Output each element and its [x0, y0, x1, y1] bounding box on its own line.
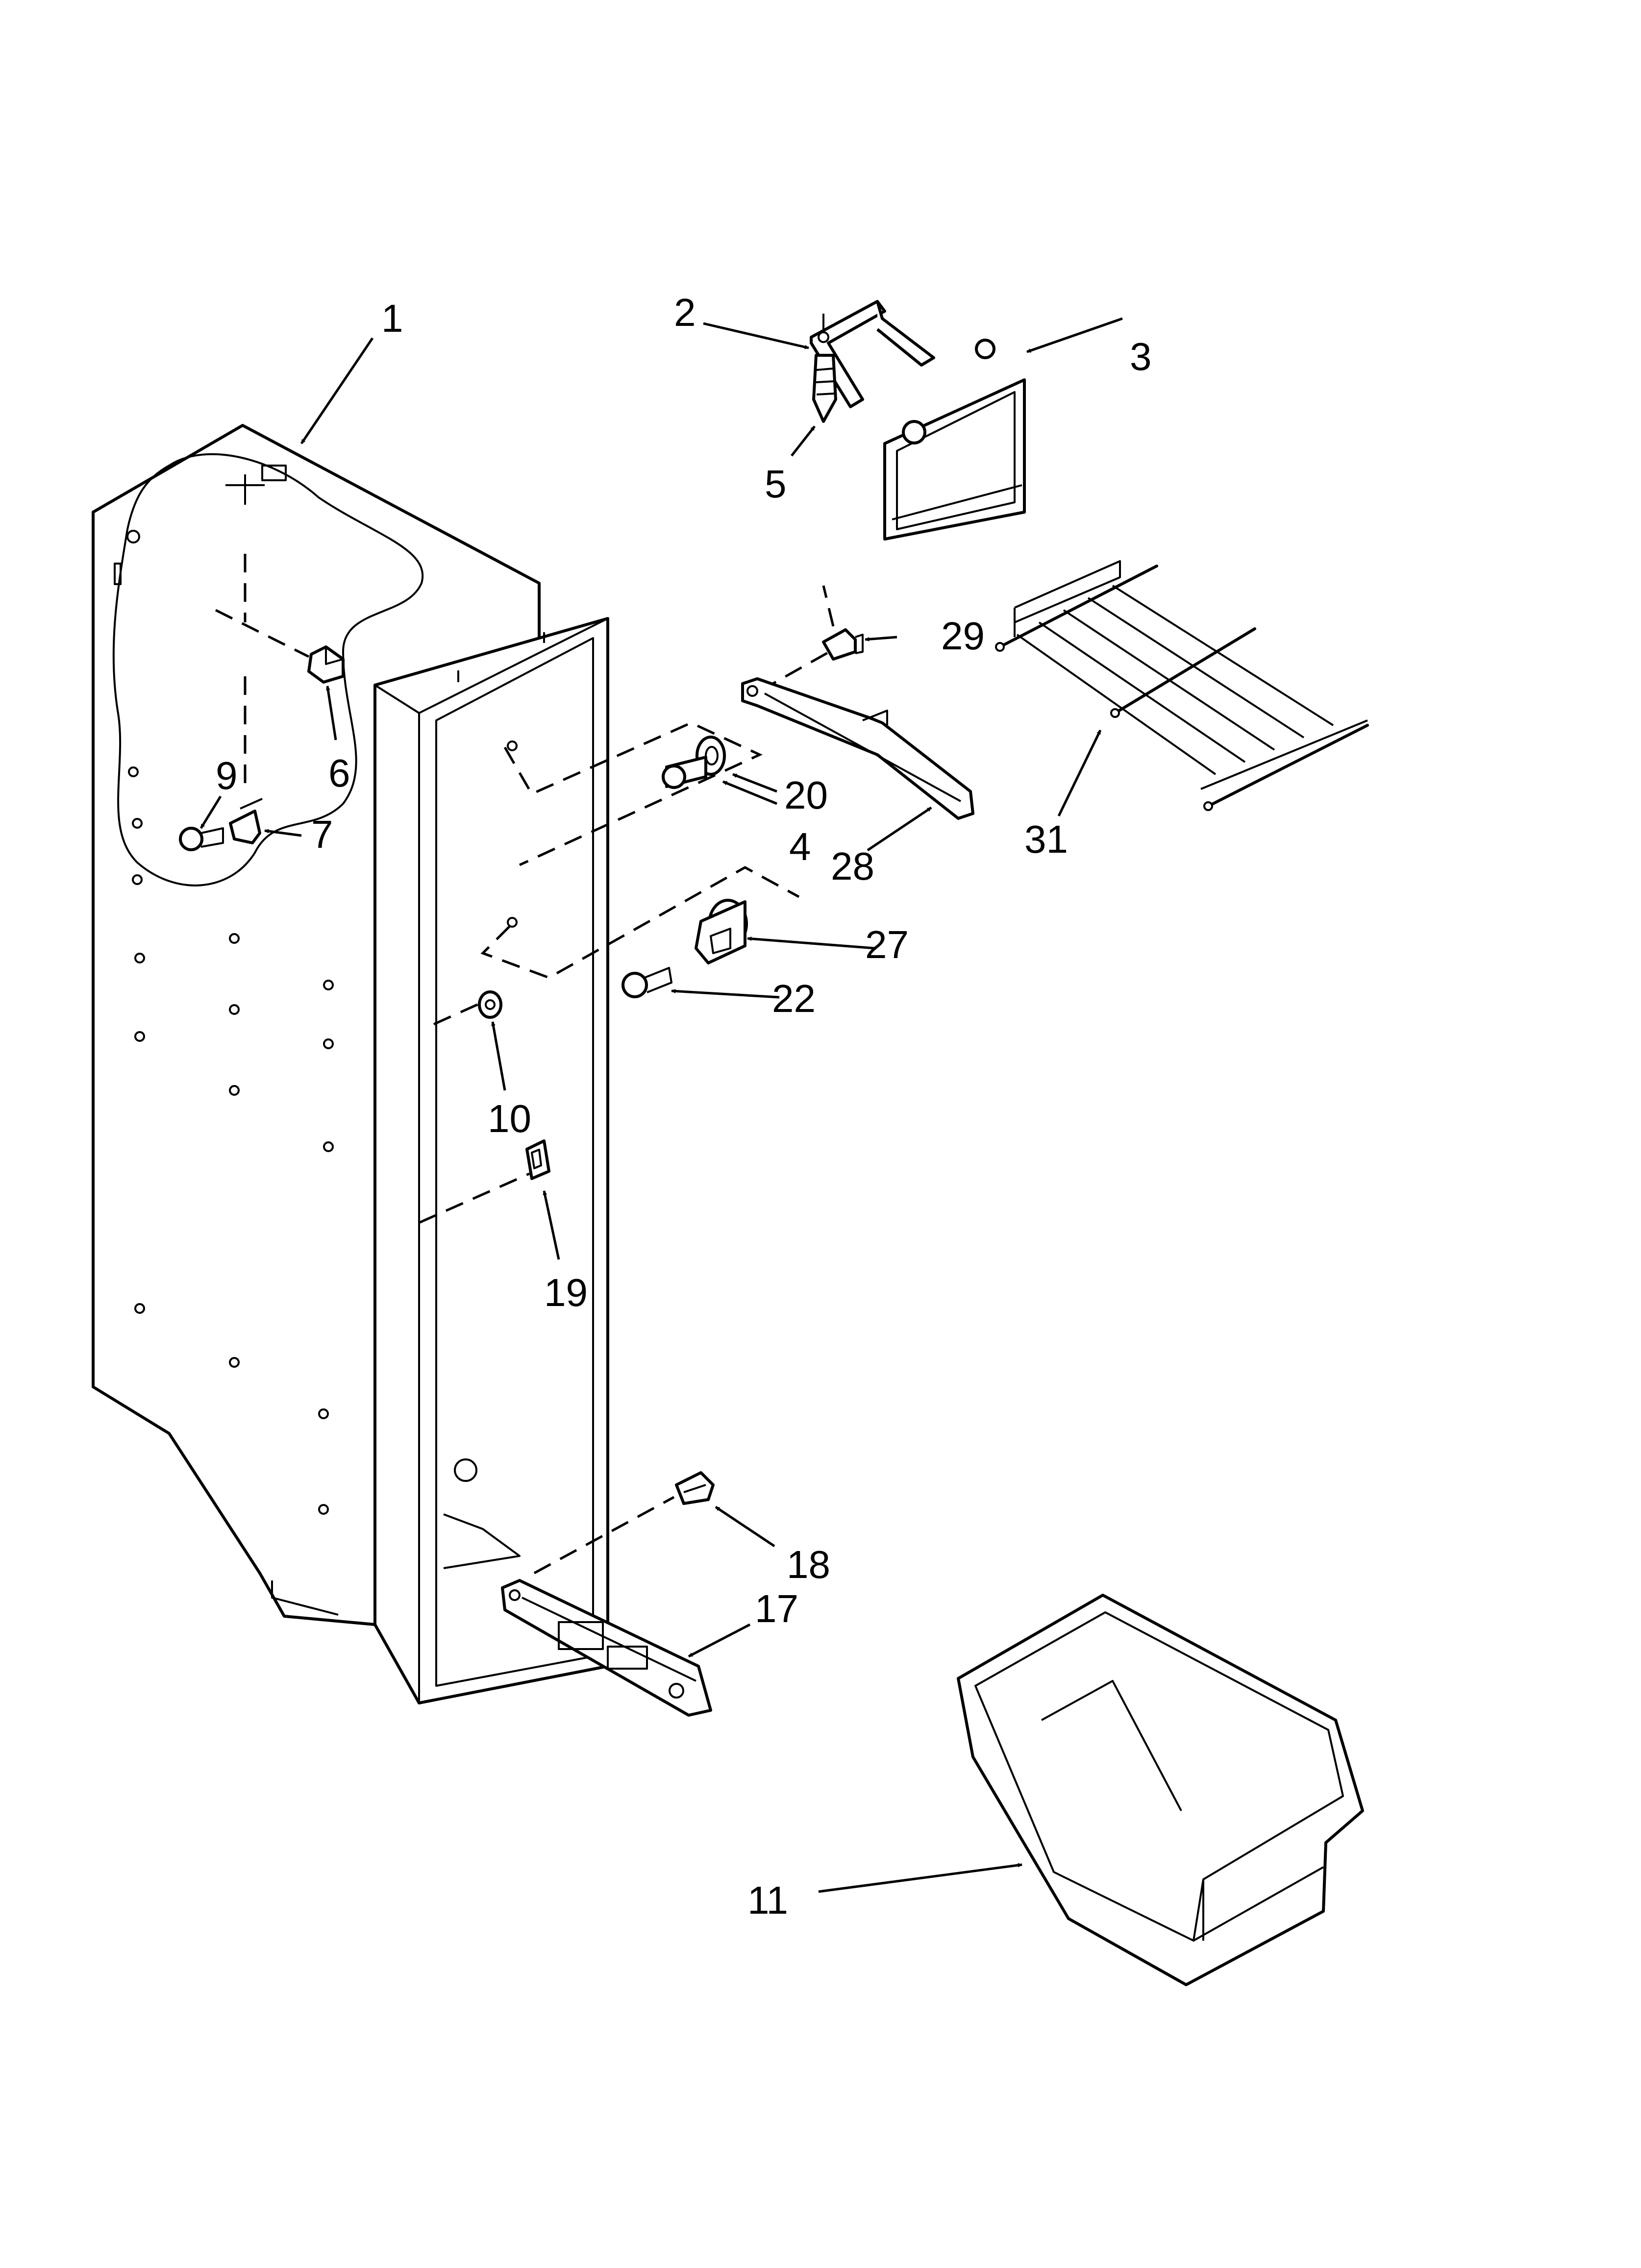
callout-3: 3: [1130, 335, 1152, 378]
callout-18: 18: [787, 1543, 830, 1586]
part-6-clip: [307, 645, 345, 684]
callout-labels: 1 2 3 4 5 6 7 9 10 11 17 18 19 20 22 27 …: [216, 291, 1152, 1922]
part-19-switch: [525, 1139, 550, 1180]
part-3-panel: [883, 339, 1026, 541]
callout-29: 29: [941, 614, 985, 658]
callout-20: 20: [784, 773, 828, 817]
part-22-screw: [622, 967, 672, 998]
callout-10: 10: [488, 1097, 531, 1140]
part-10-plug: [478, 990, 502, 1019]
part-31-wire-shelf: [995, 560, 1369, 811]
part-5-screw: [812, 354, 837, 423]
part-18-screw: [675, 1471, 715, 1505]
part-4-screw: [662, 756, 707, 789]
callout-5: 5: [765, 462, 787, 506]
callout-1: 1: [381, 296, 403, 340]
leader-lines: [199, 317, 1123, 1893]
part-17-front-rail: [501, 1579, 712, 1717]
part-7-bracket: [229, 798, 263, 844]
part-28-rail: [741, 677, 974, 820]
callout-31: 31: [1024, 817, 1068, 861]
callout-22: 22: [772, 977, 816, 1020]
freezer-liner: [92, 424, 609, 1704]
part-2-bracket: [810, 300, 935, 408]
callout-19: 19: [544, 1271, 588, 1314]
callout-11: 11: [747, 1878, 788, 1922]
part-11-ice-bin: [957, 1594, 1364, 1986]
part-29-screw: [822, 628, 864, 661]
callout-7: 7: [311, 813, 333, 856]
callout-27: 27: [865, 923, 909, 966]
part-27-hinge: [695, 899, 748, 964]
callout-9: 9: [216, 754, 238, 797]
callout-28: 28: [831, 844, 874, 888]
part-9-screw: [179, 827, 224, 851]
callout-4: 4: [789, 825, 811, 868]
callout-2: 2: [674, 291, 696, 334]
callout-17: 17: [755, 1587, 798, 1630]
callout-6: 6: [328, 751, 350, 795]
